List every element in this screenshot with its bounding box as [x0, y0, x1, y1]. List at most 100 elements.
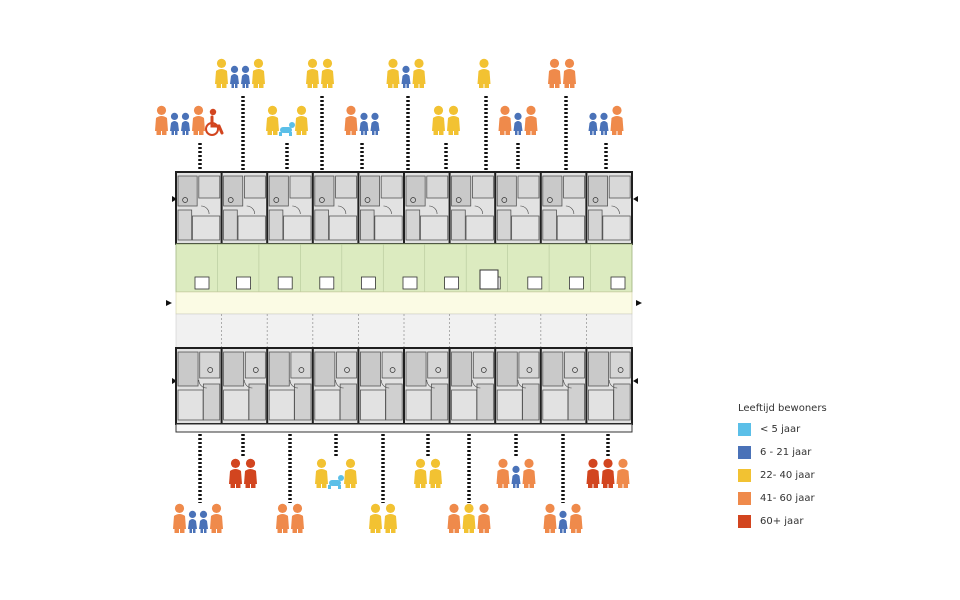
household-icon-group: [447, 503, 491, 533]
room: [199, 351, 221, 379]
room: [248, 383, 266, 421]
room: [268, 175, 289, 207]
room: [476, 383, 494, 421]
room: [374, 215, 403, 241]
leg: [242, 83, 245, 88]
leg: [570, 83, 575, 88]
shed: [360, 276, 376, 290]
household-icon-group: [498, 105, 538, 135]
shed: [319, 276, 335, 290]
head: [526, 105, 536, 115]
door-swing: [520, 205, 529, 215]
body: [291, 514, 304, 529]
adult-icon: [215, 58, 228, 88]
door-swing: [383, 205, 392, 215]
leg: [550, 528, 555, 533]
head: [346, 105, 356, 115]
entrance-arrow: [172, 378, 177, 384]
body: [412, 69, 426, 84]
room: [405, 351, 427, 387]
room: [451, 389, 478, 421]
leg: [351, 483, 356, 488]
leg: [454, 528, 459, 533]
room: [496, 175, 517, 207]
head: [524, 458, 534, 468]
legend-item-41-60: 41- 60 jaar: [738, 491, 888, 505]
leg: [217, 528, 222, 533]
leg: [245, 483, 250, 488]
legend-swatch: [738, 468, 751, 482]
door-swing: [517, 379, 527, 389]
leg: [292, 528, 297, 533]
child-icon: [588, 112, 598, 135]
leg: [439, 130, 444, 135]
room: [336, 351, 357, 379]
room: [588, 175, 608, 207]
door-swing: [337, 205, 347, 215]
room: [237, 215, 266, 241]
head: [415, 458, 426, 468]
room: [405, 389, 432, 421]
body: [210, 514, 223, 529]
leg: [174, 528, 179, 533]
garden-strip: [175, 243, 633, 293]
bottom-dwelling-block: [175, 347, 633, 425]
door-swing: [429, 205, 438, 215]
leg: [448, 130, 453, 135]
adult-icon: [462, 503, 476, 533]
dwelling-unit: [539, 348, 585, 424]
leg: [612, 130, 617, 135]
body: [266, 116, 279, 131]
head: [307, 58, 318, 68]
legend-item-under-5: < 5 jaar: [738, 422, 888, 436]
room: [542, 209, 557, 241]
room: [496, 351, 518, 387]
adult-icon: [321, 58, 334, 88]
room: [243, 175, 266, 199]
child-icon: [230, 65, 239, 88]
adult-icon: [386, 58, 400, 88]
door-swing: [198, 379, 207, 389]
baby-head: [289, 122, 295, 128]
fixture: [480, 367, 487, 373]
body: [414, 469, 427, 484]
head: [512, 465, 520, 473]
child-icon: [199, 510, 208, 533]
fixture: [547, 197, 553, 203]
leg: [231, 83, 234, 88]
body: [155, 116, 168, 131]
body: [429, 469, 442, 484]
adult-icon: [477, 58, 491, 88]
room: [405, 175, 426, 207]
room: [542, 389, 569, 421]
household-icon-group: [414, 458, 442, 488]
body: [477, 514, 491, 529]
room: [268, 351, 290, 387]
household-icon-group: [266, 105, 308, 136]
leg: [273, 130, 278, 135]
bottom-sidewalk: [175, 423, 633, 433]
adult-icon: [266, 105, 279, 135]
head: [292, 503, 303, 513]
adult-icon: [569, 503, 583, 533]
dwelling-unit: [357, 348, 403, 424]
door-swing: [565, 205, 575, 215]
dwelling-unit: [585, 348, 631, 424]
room: [294, 383, 312, 421]
leg: [376, 528, 381, 533]
body: [522, 469, 536, 484]
adult-icon: [496, 458, 510, 488]
leg: [204, 528, 207, 533]
adult-icon: [412, 58, 426, 88]
household-icon-group: [276, 503, 304, 533]
adult-icon: [447, 105, 460, 135]
room: [426, 175, 449, 199]
head: [241, 65, 250, 73]
household-icon-group: [543, 503, 583, 533]
room: [177, 175, 198, 207]
adult-icon: [192, 105, 205, 135]
dwelling-unit: [220, 348, 266, 424]
room: [244, 351, 266, 379]
legend-item-6-21: 6 - 21 jaar: [738, 445, 888, 459]
